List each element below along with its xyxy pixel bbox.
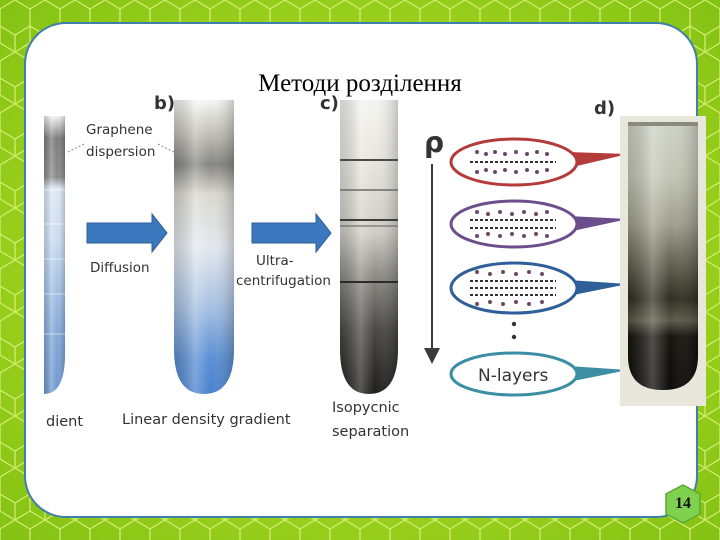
- gradient-partial-label: dient: [46, 414, 83, 430]
- density-symbol: ρ: [424, 126, 444, 159]
- linear-density-gradient-label: Linear density gradient: [122, 412, 291, 428]
- ellipsis-dot: [511, 334, 517, 340]
- diffusion-label: Diffusion: [90, 260, 150, 276]
- panel-label-c: c): [320, 94, 339, 114]
- tube-isopycnic-separation: [340, 100, 398, 394]
- isopycnic-label-line2: separation: [332, 424, 409, 440]
- page-number-badge: [665, 484, 701, 524]
- isopycnic-label-line1: Isopycnic: [332, 400, 400, 416]
- layer-bubble-n-layers: [449, 351, 628, 397]
- ultracentrifugation-label-line1: Ultra-: [256, 253, 294, 269]
- panel-label-b: b): [154, 94, 175, 114]
- slide-title: Методи розділення: [258, 70, 462, 97]
- layer-bubble-blue: [449, 261, 628, 315]
- n-layers-label: N-layers: [478, 366, 549, 386]
- separation-methods-figure: b) Graphene dispersion Diffusion c) Ultr…: [44, 94, 706, 440]
- graphene-dispersion-label-line2: dispersion: [86, 144, 155, 160]
- tube-linear-gradient-partial: [44, 116, 65, 394]
- graphene-dispersion-label-line1: Graphene: [86, 122, 153, 138]
- pointer-line-left: [67, 143, 85, 153]
- tube-linear-density-gradient: [174, 100, 234, 394]
- page-number: 14: [675, 495, 691, 512]
- ellipsis-dot: [511, 321, 517, 327]
- layer-bubble-purple: [449, 199, 628, 249]
- ultracentrifugation-label-line2: centrifugation: [236, 273, 331, 289]
- diffusion-arrow: [86, 212, 168, 254]
- layer-bubble-red: [449, 137, 628, 187]
- pointer-line-right: [157, 143, 175, 153]
- ultracentrifugation-arrow: [251, 212, 332, 254]
- photo-tube: [620, 116, 706, 406]
- panel-label-d: d): [594, 98, 615, 119]
